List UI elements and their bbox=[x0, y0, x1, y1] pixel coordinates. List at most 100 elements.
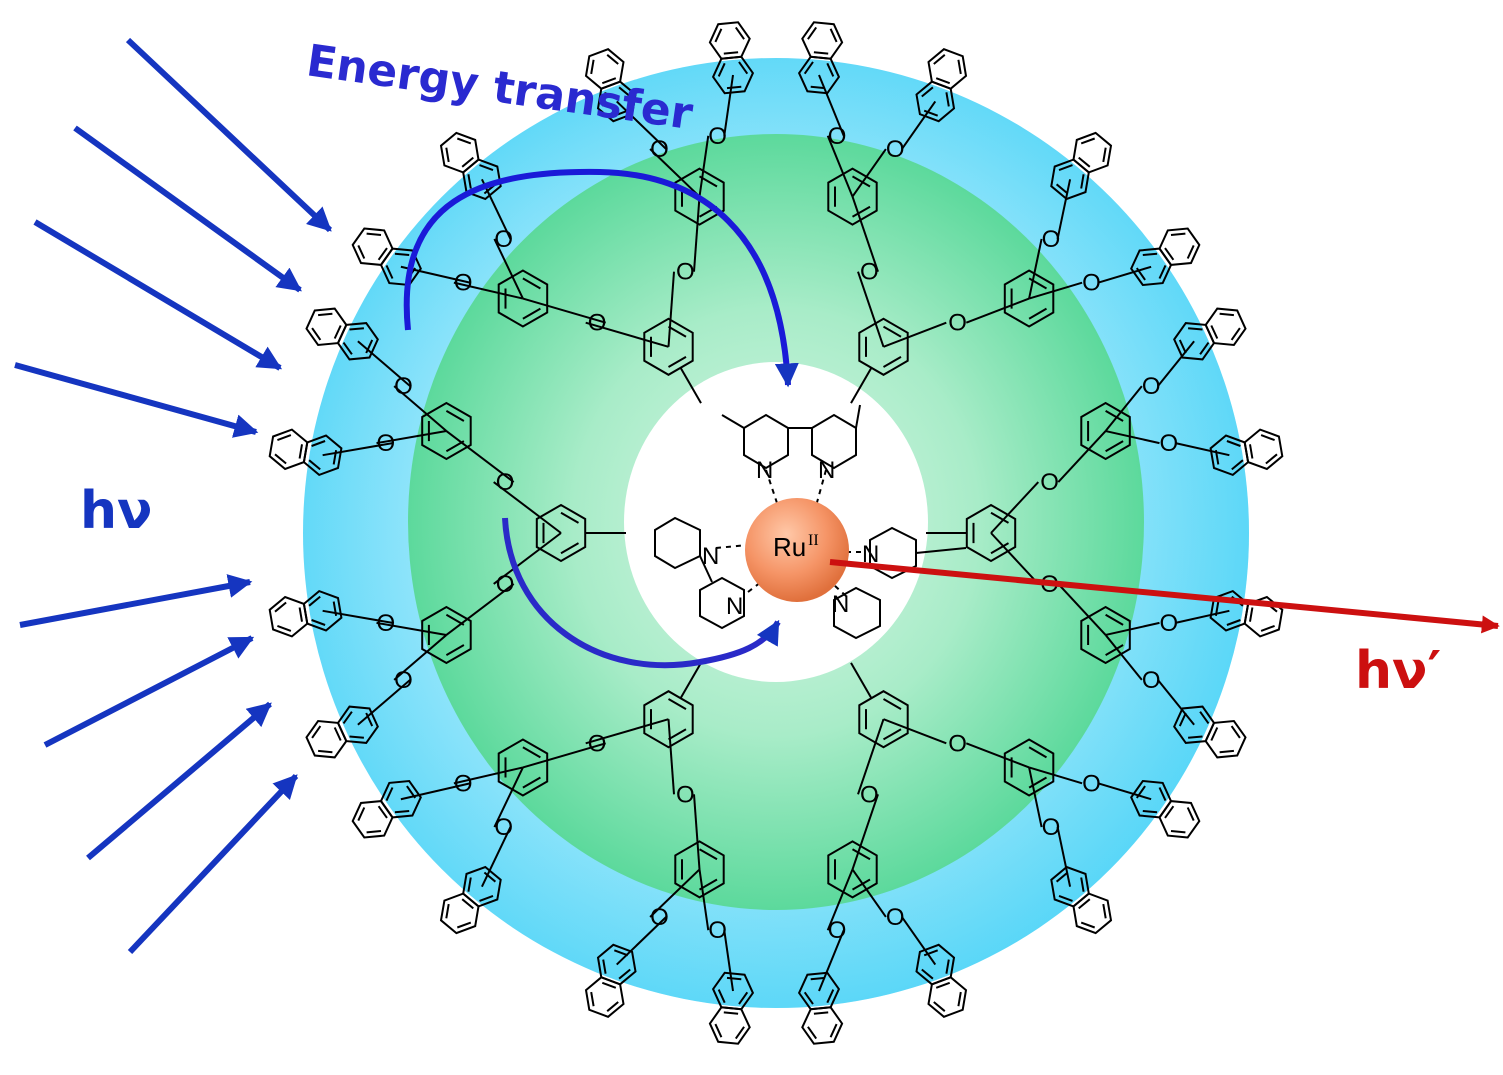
benzene-ring-icon-double-bonds bbox=[650, 698, 687, 741]
naphthalene-icon bbox=[439, 131, 480, 174]
benzene-ring-icon bbox=[827, 167, 878, 226]
naphthalene-icon bbox=[584, 976, 625, 1018]
atom-label-o: O bbox=[394, 667, 413, 694]
incoming-light-label: hν bbox=[80, 481, 152, 541]
bond bbox=[883, 321, 947, 348]
bond bbox=[850, 662, 873, 699]
ruthenium-sphere-icon bbox=[745, 498, 849, 602]
naphthalene-icon-double-bonds bbox=[803, 61, 835, 90]
energy-transfer-label: Energy transfer bbox=[303, 35, 696, 140]
naphthalene-icon bbox=[268, 428, 309, 471]
naphthalene-icon bbox=[1243, 428, 1284, 471]
naphthalene-icon bbox=[439, 892, 480, 935]
benzene-ring-icon bbox=[497, 738, 549, 797]
bond bbox=[616, 100, 667, 150]
naphthalene-icon-double-bonds bbox=[807, 26, 838, 55]
naphthalene-icon-double-bonds bbox=[1210, 725, 1241, 754]
bond bbox=[357, 340, 411, 387]
atom-label-o: O bbox=[1082, 770, 1101, 797]
benzene-ring-icon bbox=[858, 317, 909, 376]
bond bbox=[851, 868, 887, 918]
atom-label-o: O bbox=[496, 571, 515, 598]
naphthalene-icon-double-bonds bbox=[1055, 164, 1085, 195]
naphthalene-icon-double-bonds bbox=[342, 711, 374, 739]
bond bbox=[376, 621, 447, 636]
naphthalene-icon-double-bonds bbox=[467, 871, 497, 902]
benzene-ring-icon bbox=[497, 269, 549, 328]
naphthalene-icon-double-bonds bbox=[274, 601, 303, 632]
atom-label-n: N bbox=[702, 543, 719, 570]
bond bbox=[723, 74, 734, 136]
bond bbox=[667, 271, 675, 347]
atom-label-o: O bbox=[650, 904, 669, 931]
bond bbox=[818, 74, 845, 137]
bond bbox=[453, 281, 524, 300]
nitrogen-labels: N N N N N N bbox=[702, 457, 879, 620]
atom-label-o: O bbox=[496, 469, 515, 496]
naphthalene-icon-double-bonds bbox=[714, 1011, 745, 1040]
benzene-ring-icon bbox=[643, 690, 694, 749]
naphthalene-icon bbox=[708, 1006, 751, 1045]
bond bbox=[857, 271, 885, 348]
atom-label-o: O bbox=[454, 270, 473, 297]
bond bbox=[616, 916, 667, 966]
atom-label-o: O bbox=[1159, 610, 1178, 637]
naphthalene-icon-double-bonds bbox=[933, 981, 962, 1012]
naphthalene-icon-double-bonds bbox=[1249, 434, 1278, 465]
bond bbox=[376, 430, 447, 445]
naphthalene-icon-double-bonds bbox=[1210, 312, 1241, 341]
bond bbox=[400, 782, 471, 801]
atom-label-o: O bbox=[886, 136, 905, 163]
bond bbox=[698, 869, 710, 931]
atom-label-o: O bbox=[1042, 226, 1061, 253]
benzene-ring-icon bbox=[827, 840, 878, 899]
bond bbox=[522, 742, 606, 769]
naphthalene-icon-double-bonds bbox=[807, 1011, 838, 1040]
naphthalene-icon-double-bonds bbox=[274, 434, 303, 465]
bond bbox=[723, 930, 734, 992]
atom-label-o: O bbox=[948, 730, 967, 757]
naphthalene-icon-double-bonds bbox=[590, 54, 619, 85]
energy-transfer-arrow-lower bbox=[502, 517, 781, 669]
naphthalene-icon-double-bonds bbox=[445, 898, 474, 929]
benzene-ring-icon bbox=[1003, 738, 1055, 797]
atom-label-o: O bbox=[494, 226, 513, 253]
atom-label-o: O bbox=[886, 904, 905, 931]
bipyridine-icon bbox=[699, 576, 745, 630]
incoming-photon-arrow bbox=[86, 701, 272, 861]
atom-label-o: O bbox=[676, 259, 695, 286]
bond bbox=[1175, 609, 1230, 624]
bond bbox=[493, 532, 562, 585]
bond bbox=[693, 196, 701, 272]
naphthalene-icon-double-bonds bbox=[342, 327, 374, 355]
atom-label-o: O bbox=[676, 781, 695, 808]
benzene-ring-icon bbox=[1003, 269, 1055, 328]
atom-label-o: O bbox=[828, 917, 847, 944]
bond bbox=[1105, 621, 1160, 636]
naphthalene-icon-double-bonds bbox=[1164, 805, 1195, 834]
benzene-ring-icon-double-bonds bbox=[1087, 410, 1124, 453]
atom-label-o: O bbox=[1040, 469, 1059, 496]
atom-label-o: O bbox=[1142, 667, 1161, 694]
bond bbox=[857, 718, 885, 795]
naphthalene-icon-double-bonds bbox=[1164, 232, 1195, 261]
bond bbox=[393, 385, 448, 432]
atom-label-o: O bbox=[1159, 430, 1178, 457]
bond bbox=[693, 794, 701, 870]
atom-label-n: N bbox=[726, 593, 743, 620]
bond bbox=[1175, 442, 1230, 457]
bond bbox=[522, 297, 606, 324]
naphthalene-icon-double-bonds bbox=[385, 785, 417, 814]
atom-label-o: O bbox=[1082, 270, 1101, 297]
atom-label-o: O bbox=[860, 781, 879, 808]
bond bbox=[826, 869, 854, 931]
naphthalene-icon-double-bonds bbox=[714, 26, 745, 55]
benzene-ring-icon-double-bonds bbox=[1087, 613, 1124, 656]
benzene-ring-icon bbox=[1080, 401, 1131, 461]
bond bbox=[679, 367, 702, 404]
bond bbox=[585, 321, 669, 348]
atom-label-n: N bbox=[832, 591, 849, 618]
bond bbox=[1105, 430, 1160, 445]
bond bbox=[481, 826, 512, 888]
bond bbox=[322, 609, 393, 624]
